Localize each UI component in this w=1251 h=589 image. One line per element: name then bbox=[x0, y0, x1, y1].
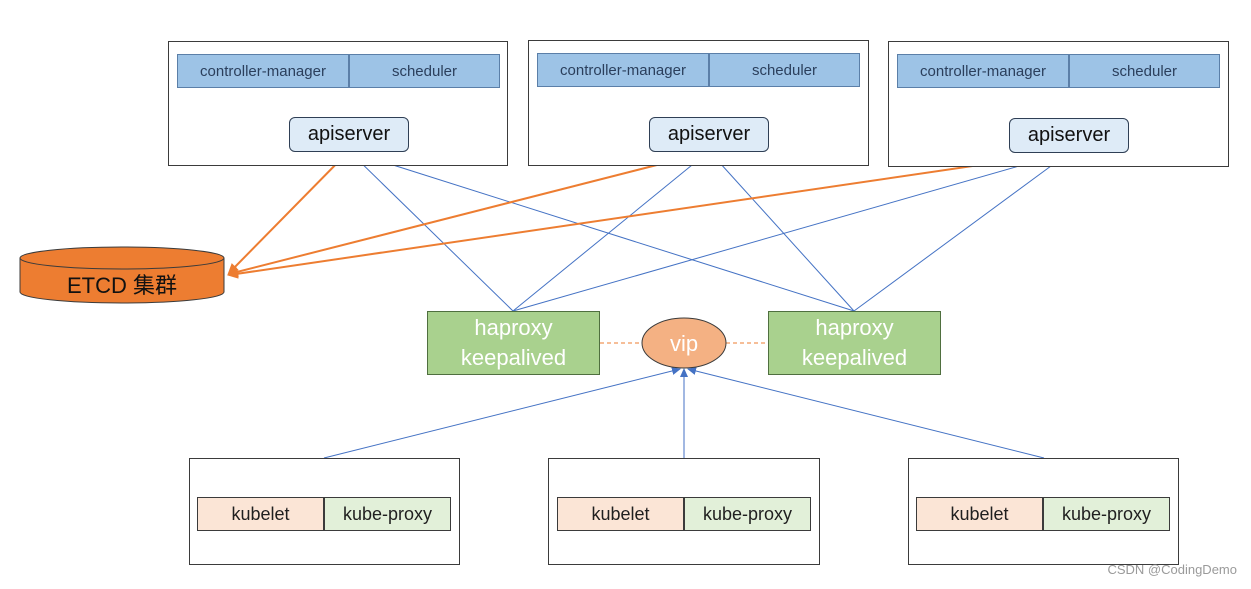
lb1-to-api2-arrow bbox=[512, 151, 709, 312]
lb2-to-api3-arrow bbox=[853, 151, 1071, 312]
haproxy-label-2: haproxy bbox=[815, 315, 894, 340]
kubelet-box-2: kubelet bbox=[557, 497, 684, 531]
lb2-to-api1-arrow bbox=[351, 150, 855, 312]
api3-to-etcd-arrow bbox=[227, 151, 1069, 279]
kube-proxy-box-2: kube-proxy bbox=[684, 497, 811, 531]
apiserver-box-3: apiserver bbox=[1009, 118, 1129, 153]
apiserver-box-1: apiserver bbox=[289, 117, 409, 152]
worker1-to-vip-arrow bbox=[323, 367, 681, 459]
vip-ellipse bbox=[641, 317, 727, 369]
keepalived-label-2: keepalived bbox=[801, 345, 908, 370]
controller-manager-box-1: controller-manager bbox=[177, 54, 349, 88]
etcd-cylinder bbox=[19, 246, 225, 304]
vip-label: vip bbox=[669, 331, 699, 356]
scheduler-box-1: scheduler bbox=[349, 54, 500, 88]
kubelet-box-1: kubelet bbox=[197, 497, 324, 531]
scheduler-box-2: scheduler bbox=[709, 53, 860, 87]
kubelet-box-3: kubelet bbox=[916, 497, 1043, 531]
kube-proxy-box-1: kube-proxy bbox=[324, 497, 451, 531]
api1-to-etcd-arrow bbox=[227, 151, 349, 275]
haproxy-label-1: haproxy bbox=[474, 315, 553, 340]
scheduler-box-3: scheduler bbox=[1069, 54, 1220, 88]
haproxy-keepalived-box-1: haproxy keepalived bbox=[427, 311, 600, 375]
api2-to-etcd-arrow bbox=[227, 151, 709, 277]
worker3-to-vip-arrow bbox=[687, 367, 1045, 459]
lb1-to-api1-arrow bbox=[349, 151, 514, 312]
lb1-to-api3-arrow bbox=[512, 150, 1069, 312]
haproxy-keepalived-box-2: haproxy keepalived bbox=[768, 311, 941, 375]
controller-manager-box-3: controller-manager bbox=[897, 54, 1069, 88]
controller-manager-box-2: controller-manager bbox=[537, 53, 709, 87]
lb2-to-api2-arrow bbox=[709, 151, 855, 312]
kube-proxy-box-3: kube-proxy bbox=[1043, 497, 1170, 531]
keepalived-label-1: keepalived bbox=[460, 345, 567, 370]
csdn-watermark: CSDN @CodingDemo bbox=[1107, 562, 1237, 577]
etcd-label: ETCD 集群 bbox=[66, 273, 177, 298]
apiserver-box-2: apiserver bbox=[649, 117, 769, 152]
